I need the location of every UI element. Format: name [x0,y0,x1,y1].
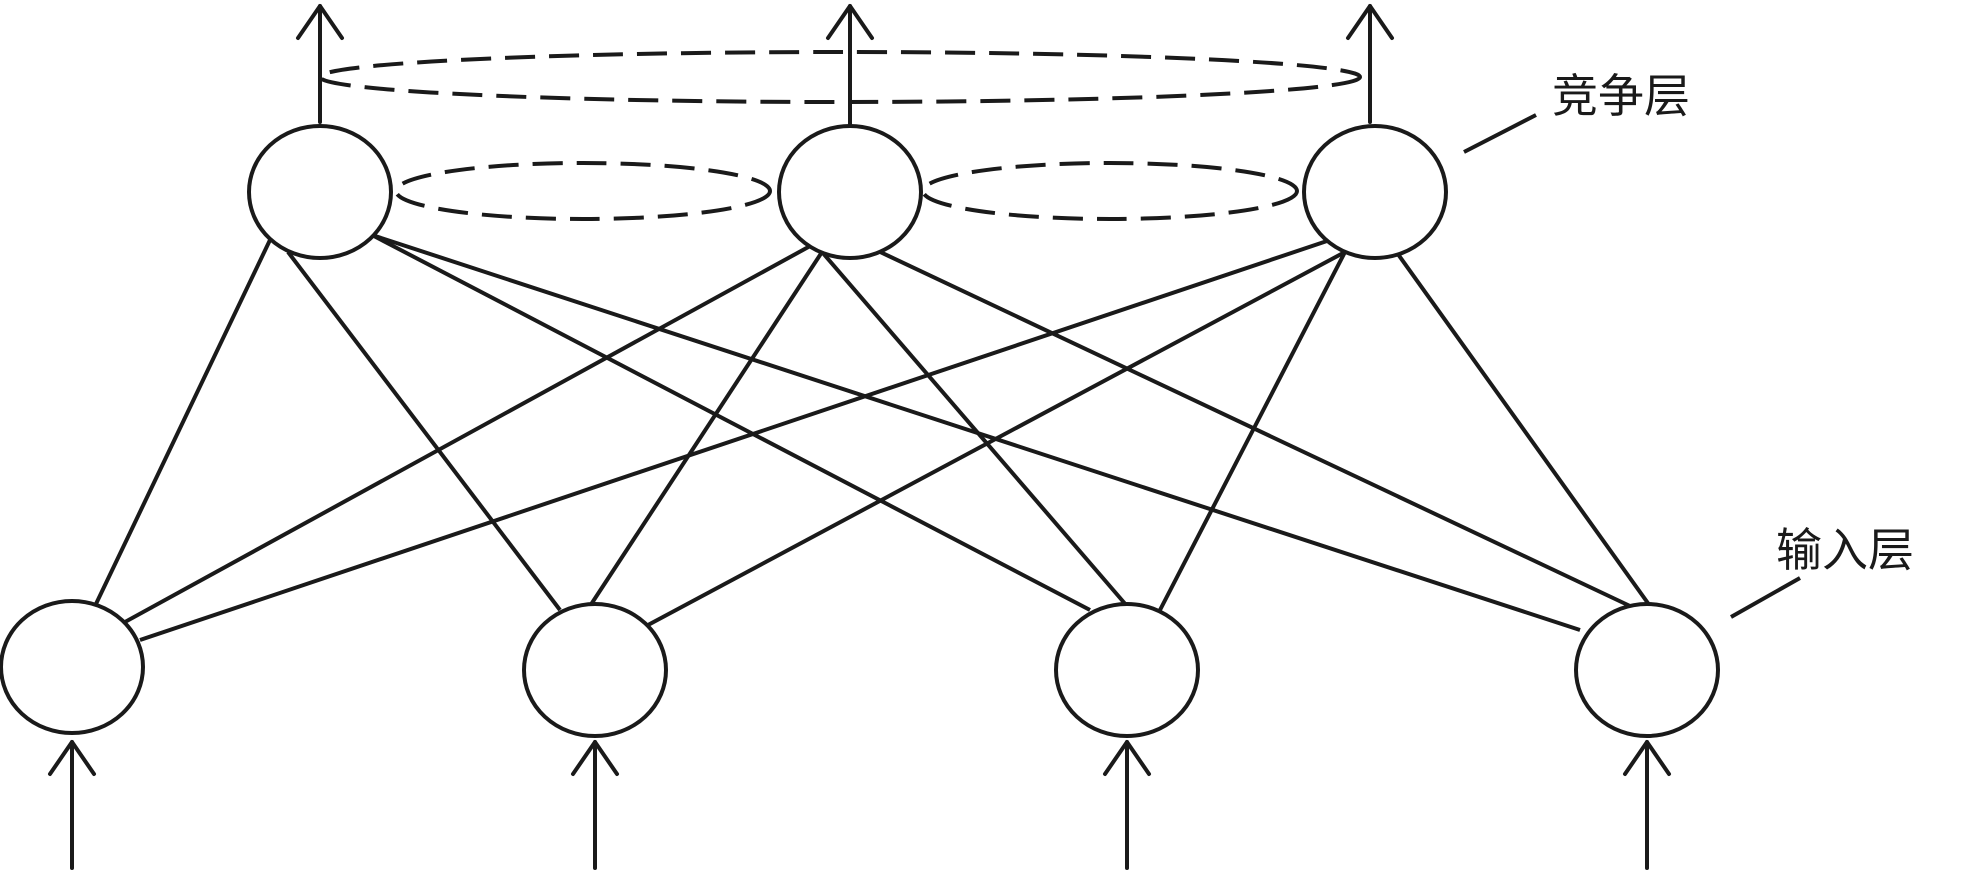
input-layer-label: 输入层 [1776,523,1914,577]
competitive-node [777,124,923,260]
output-arrows-group [296,4,1394,127]
input-node [0,599,145,735]
connection-line [93,239,272,607]
competitive-layer-label: 竞争层 [1552,69,1690,123]
lateral-inhibition-left-ellipse [394,161,772,221]
lateral-inhibition-outer-ellipse [318,50,1362,104]
input-layer-leader [1730,576,1801,619]
output-arrow [296,4,344,124]
competitive-node [247,124,393,260]
connection-line [588,250,824,608]
label-leaders [1463,113,1801,619]
connection-line [371,233,1091,612]
lateral-inhibition-group [318,50,1362,221]
connection-line [1158,251,1347,611]
lateral-inhibition-right-ellipse [921,161,1299,221]
input-arrows-group [48,740,1671,870]
input-node [1054,602,1200,738]
competitive-node [1302,124,1448,260]
output-arrow [826,4,874,127]
connection-line [820,250,1129,608]
connections-group [93,233,1652,642]
connection-line [139,238,1331,642]
connection-line [286,250,562,612]
competitive-layer-nodes [247,124,1448,260]
connection-line [371,233,1581,632]
connection-line [124,243,813,624]
connection-line [875,248,1631,608]
input-arrow [48,740,96,870]
input-arrow [571,740,619,870]
connection-line [1393,248,1652,608]
output-arrow [1346,4,1394,124]
input-arrow [1103,740,1151,870]
input-node [522,602,668,738]
input-arrow [1623,740,1671,870]
input-node [1574,602,1720,738]
competitive-layer-leader [1463,113,1537,154]
input-layer-nodes [0,599,1720,738]
